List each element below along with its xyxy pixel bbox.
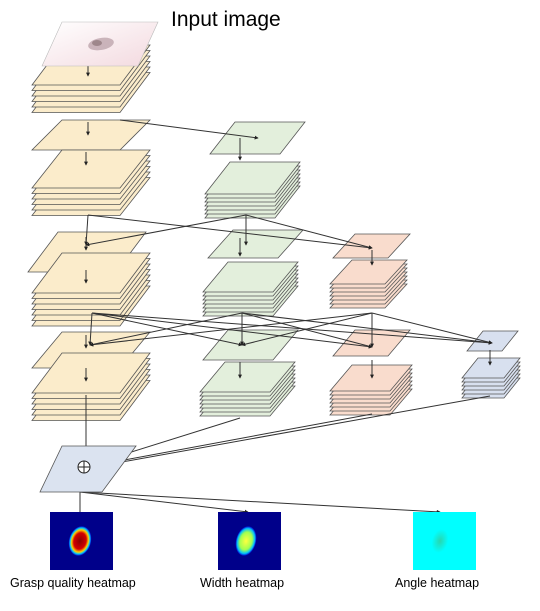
- branch-green-block-3: [202, 261, 299, 317]
- width-label: Width heatmap: [200, 576, 285, 590]
- input-image: [41, 21, 159, 67]
- width-heatmap: [218, 512, 281, 570]
- encoder-block-7: [31, 352, 151, 421]
- fusion-layer: [39, 445, 137, 493]
- branch-green-block-1: [204, 161, 301, 219]
- encoder-block-5: [31, 252, 151, 327]
- branch-peach-block-3: [329, 364, 413, 416]
- layer-stacks: [27, 44, 521, 421]
- grasp-quality-heatmap: [50, 512, 113, 570]
- encoder-block-3: [31, 149, 151, 216]
- encoder-block-2: [31, 119, 151, 151]
- connection-lines: [79, 65, 493, 514]
- input-image-label: Input image: [171, 8, 281, 31]
- angle-heatmap: [413, 512, 476, 570]
- branch-green-block-5: [199, 361, 296, 417]
- angle-label: Angle heatmap: [395, 576, 480, 590]
- branch-peach-block-1: [329, 259, 408, 309]
- branch-blue-block: [461, 357, 521, 399]
- grasp-quality-label: Grasp quality heatmap: [10, 576, 136, 590]
